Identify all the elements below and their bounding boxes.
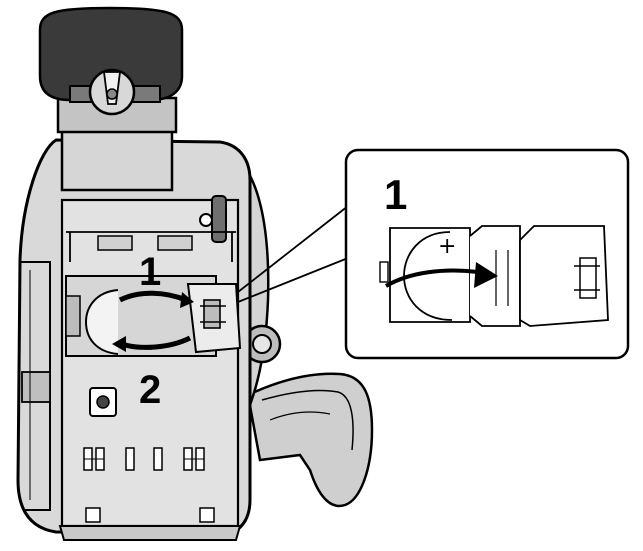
arrow-step-2 xyxy=(121,335,192,350)
callout-lines xyxy=(237,205,349,303)
side-switch xyxy=(211,195,227,243)
arrow-step-1 xyxy=(118,290,187,303)
inset-detail xyxy=(344,148,630,360)
bottom-panel xyxy=(60,198,240,528)
viewfinder xyxy=(38,6,184,192)
hand-strap xyxy=(246,372,374,508)
inset-insert-arrow xyxy=(384,268,479,288)
eyecup xyxy=(38,6,184,102)
vent-slots xyxy=(83,447,205,471)
step-1-label: 1 xyxy=(139,250,162,294)
inset-step-1-label: 1 xyxy=(384,171,408,218)
camera-body xyxy=(16,138,252,541)
step-2-label: 2 xyxy=(139,368,162,412)
polarity-plus-mark: + xyxy=(438,234,457,259)
coin-battery xyxy=(84,289,119,355)
